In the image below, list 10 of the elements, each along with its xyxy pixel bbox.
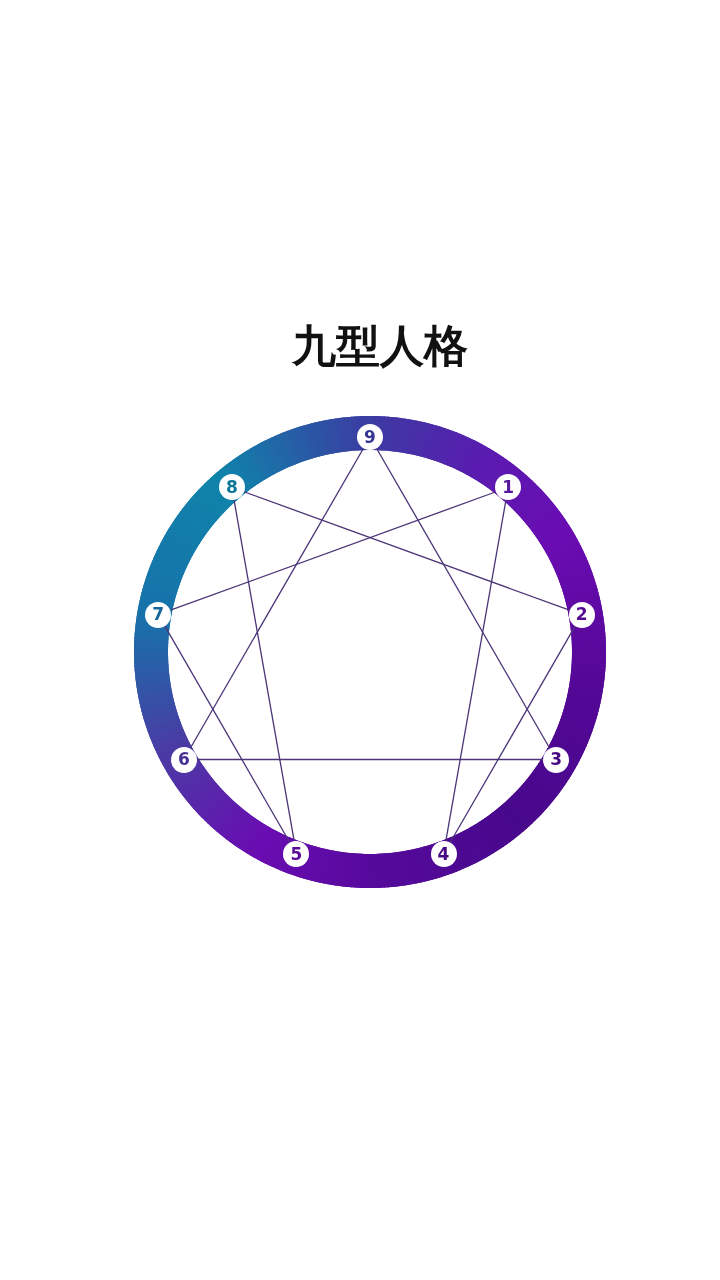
connector-line — [233, 499, 295, 842]
connector-line — [243, 491, 571, 611]
connector-line — [445, 499, 507, 842]
connector-line — [164, 625, 291, 844]
connector-line — [196, 758, 544, 761]
connector-line — [189, 447, 365, 749]
connector-line — [449, 625, 576, 844]
title: 九型人格 — [290, 319, 469, 373]
connector-line — [375, 447, 551, 749]
connector-line — [169, 491, 497, 611]
